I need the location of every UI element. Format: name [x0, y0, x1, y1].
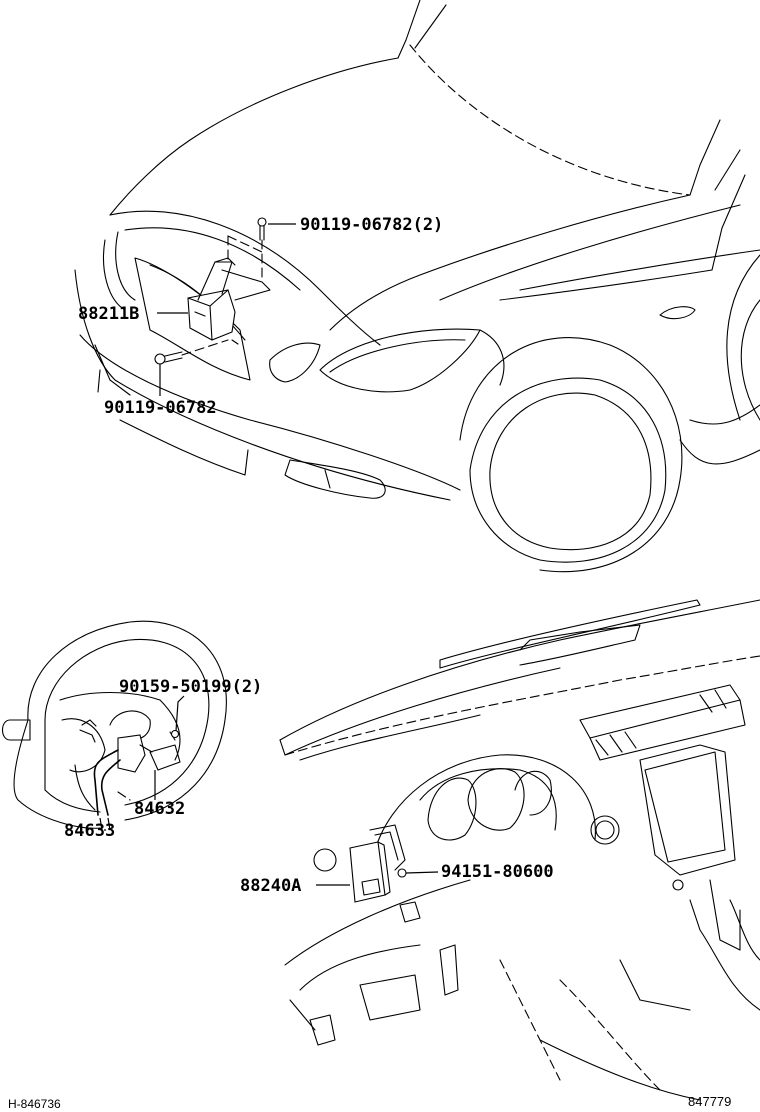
label-90119-06782: 90119-06782	[104, 398, 217, 418]
label-88211B: 88211B	[78, 304, 139, 324]
leader-90159-50199	[175, 695, 185, 732]
label-94151-80600: 94151-80600	[441, 862, 554, 882]
leader-84633	[99, 817, 111, 831]
label-90159-50199-2: 90159-50199(2)	[119, 677, 262, 697]
label-90119-06782-2: 90119-06782(2)	[300, 215, 443, 235]
footer-left-code: H-846736	[8, 1097, 61, 1111]
label-84632: 84632	[134, 799, 185, 819]
leader-94151-80600	[405, 871, 439, 874]
label-84633: 84633	[64, 821, 115, 841]
steering-wheel-drawing	[1, 620, 227, 829]
label-88240A: 88240A	[240, 876, 301, 896]
car-front-drawing	[74, 0, 760, 573]
footer-right-code: 847779	[688, 1094, 731, 1109]
dashboard-drawing	[279, 599, 760, 1101]
